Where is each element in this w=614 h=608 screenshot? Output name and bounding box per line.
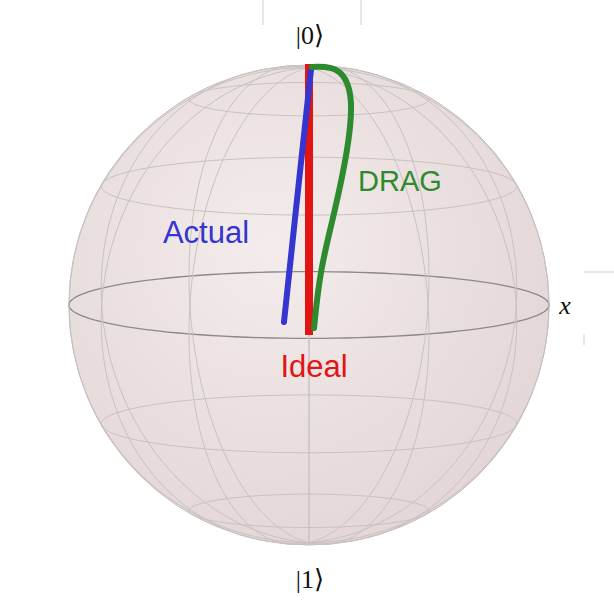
state-label: |1⟩ (296, 567, 324, 593)
frame-line (263, 0, 264, 25)
state-label: |0⟩ (296, 23, 324, 49)
frame-line (584, 272, 614, 273)
frame-line (584, 334, 585, 345)
actual-trajectory (284, 70, 311, 322)
trajectory-label: Actual (163, 217, 249, 248)
trajectory-label: Ideal (280, 351, 347, 382)
sphere-body (69, 65, 549, 545)
drag-trajectory (312, 67, 351, 328)
trajectories (284, 64, 351, 335)
trajectory-label: DRAG (358, 167, 442, 196)
frame-line (361, 0, 362, 25)
axis-label: x (559, 293, 571, 319)
